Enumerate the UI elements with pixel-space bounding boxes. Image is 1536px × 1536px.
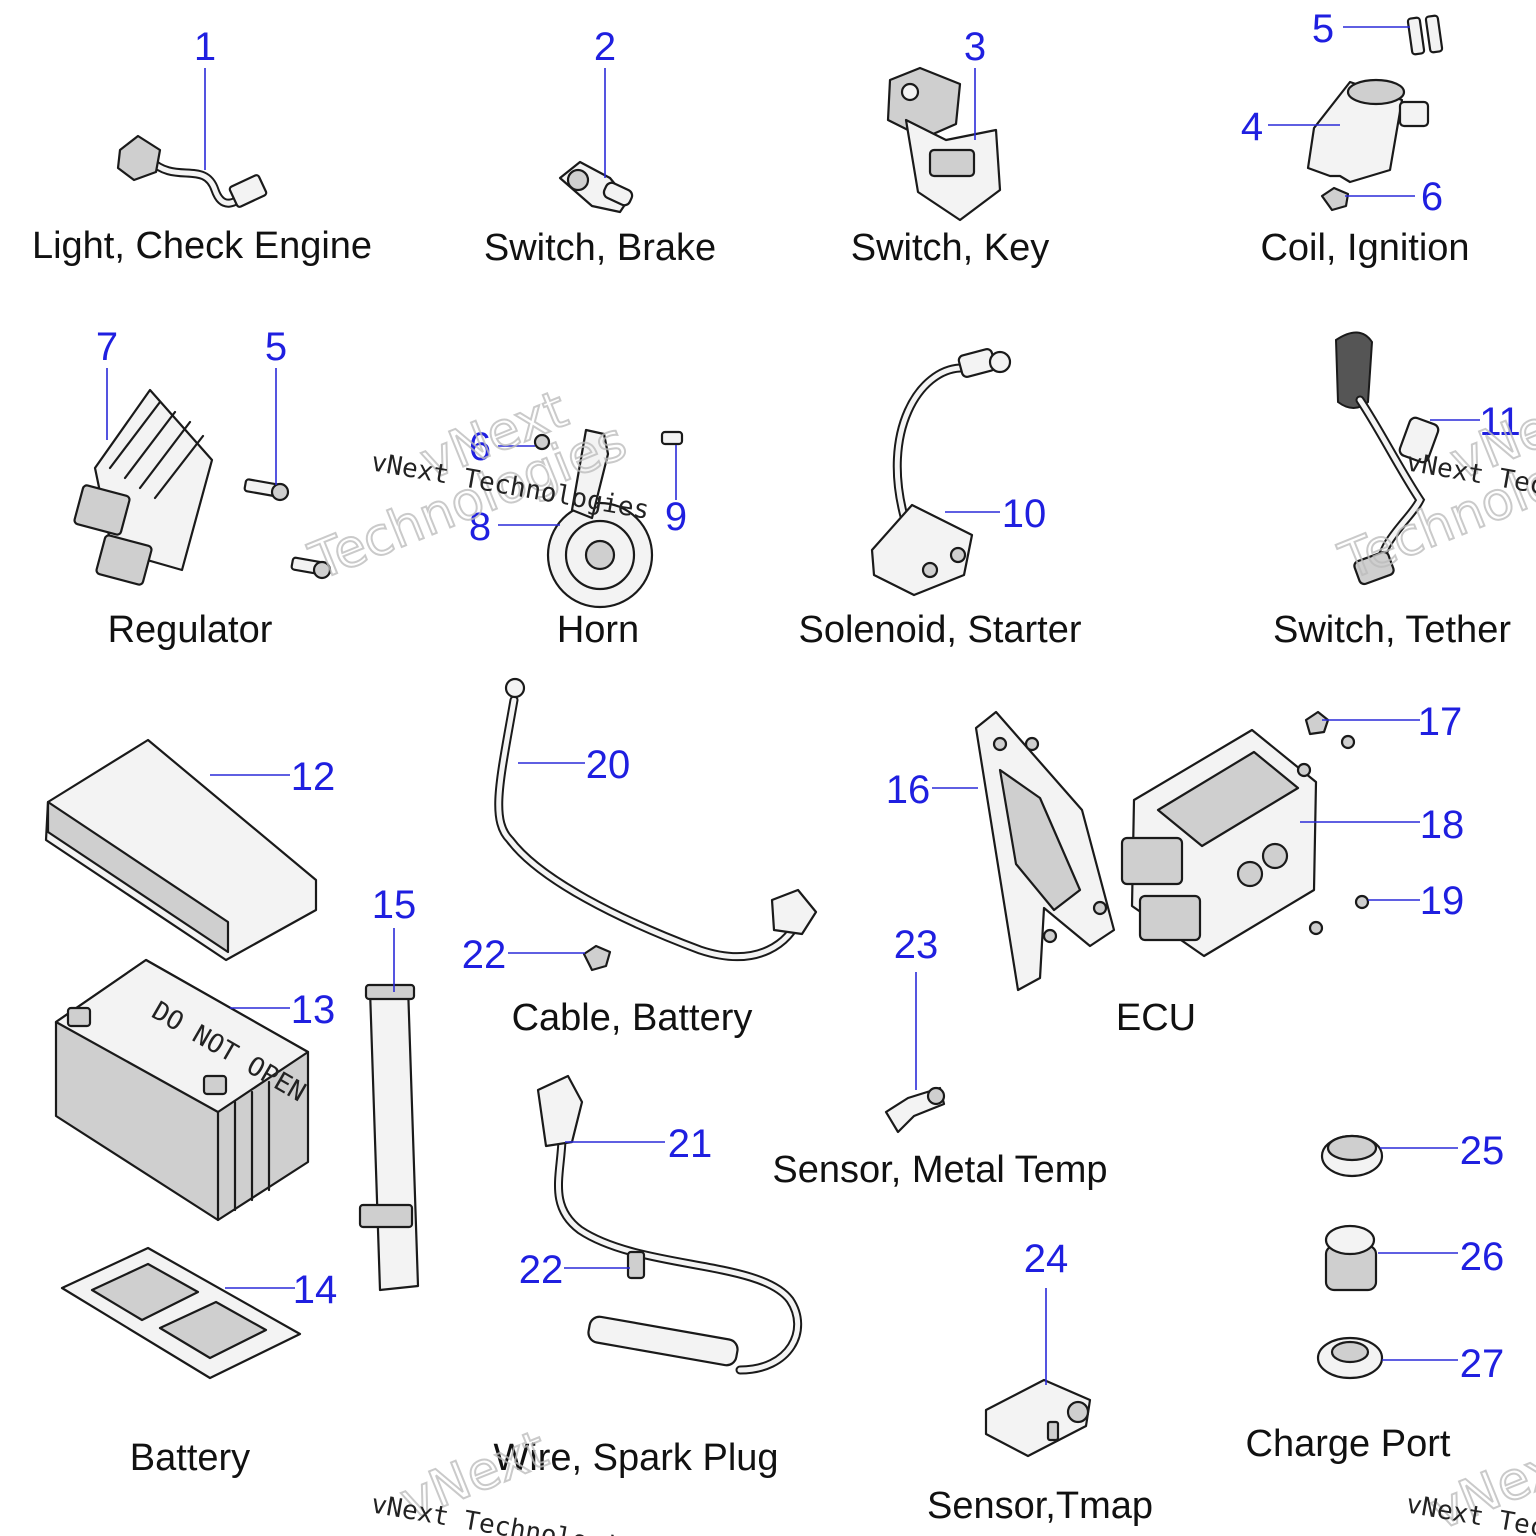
callout-27: 27 — [1460, 1342, 1505, 1386]
check-engine-light-part — [116, 134, 268, 208]
callout-2: 2 — [594, 25, 616, 69]
caption-check-engine-light: Light, Check Engine — [32, 225, 372, 267]
callout-4: 4 — [1241, 105, 1263, 149]
metal-temp-sensor-part — [884, 1086, 946, 1134]
callout-13: 13 — [291, 988, 336, 1032]
starter-solenoid-part — [870, 347, 1012, 597]
caption-tmap-sensor: Sensor,Tmap — [927, 1485, 1153, 1527]
caption-metal-temp-sensor: Sensor, Metal Temp — [772, 1149, 1107, 1191]
battery-strap-part — [358, 983, 420, 1292]
callout-24: 24 — [1024, 1237, 1069, 1281]
caption-starter-solenoid: Solenoid, Starter — [798, 609, 1081, 651]
callout-26: 26 — [1460, 1235, 1505, 1279]
callout-6-horn: 6 — [469, 425, 491, 469]
callout-23: 23 — [894, 923, 939, 967]
ignition-coil-part — [1306, 14, 1444, 212]
ecu-bracket-part — [974, 710, 1116, 992]
callout-9: 9 — [665, 495, 687, 539]
caption-regulator: Regulator — [108, 609, 273, 651]
callout-17: 17 — [1418, 700, 1463, 744]
callout-12: 12 — [291, 755, 336, 799]
horn-part — [533, 428, 684, 609]
callout-3: 3 — [964, 25, 986, 69]
callout-7: 7 — [96, 325, 118, 369]
battery-cover-part — [44, 738, 318, 962]
tmap-sensor-part — [984, 1378, 1092, 1458]
caption-charge-port: Charge Port — [1246, 1423, 1451, 1465]
callout-10: 10 — [1002, 492, 1047, 536]
callout-11: 11 — [1479, 400, 1521, 444]
callout-22-wire: 22 — [519, 1248, 564, 1292]
charge-port-part — [1316, 1134, 1384, 1380]
callout-5-regulator: 5 — [265, 325, 287, 369]
callout-8: 8 — [469, 505, 491, 549]
caption-ignition-coil: Coil, Ignition — [1260, 227, 1469, 269]
key-switch-part — [886, 66, 1002, 222]
caption-ecu: ECU — [1116, 997, 1196, 1039]
battery-pad-part — [60, 1246, 302, 1380]
spark-plug-wire-part — [536, 1074, 803, 1375]
caption-brake-switch: Switch, Brake — [484, 227, 716, 269]
callout-21: 21 — [668, 1122, 713, 1166]
ecu-part — [1120, 728, 1318, 958]
callout-22-cable: 22 — [462, 933, 507, 977]
brake-switch-part — [558, 160, 634, 214]
callout-15: 15 — [372, 883, 417, 927]
caption-horn: Horn — [557, 609, 639, 651]
callout-5-coil: 5 — [1312, 7, 1334, 51]
regulator-part — [73, 388, 332, 586]
watermark-line-bottom: vNext Technologies — [369, 1489, 652, 1536]
callout-14: 14 — [293, 1268, 338, 1312]
tether-switch-part — [1334, 331, 1440, 586]
caption-key-switch: Switch, Key — [851, 227, 1050, 269]
caption-tether-switch: Switch, Tether — [1273, 609, 1511, 651]
callout-1: 1 — [194, 25, 216, 69]
callout-18: 18 — [1420, 803, 1465, 847]
callout-20: 20 — [586, 743, 631, 787]
battery-part: DO NOT OPEN — [54, 958, 311, 1222]
callout-25: 25 — [1460, 1129, 1505, 1173]
callout-6-coil: 6 — [1421, 175, 1443, 219]
ecu-fasteners-part — [1296, 710, 1370, 936]
caption-battery: Battery — [130, 1437, 250, 1479]
callout-19: 19 — [1420, 879, 1465, 923]
caption-battery-cable: Cable, Battery — [512, 997, 753, 1039]
battery-cable-part — [494, 677, 818, 972]
caption-spark-plug-wire: Wire, Spark Plug — [493, 1437, 778, 1479]
callout-16: 16 — [886, 768, 931, 812]
